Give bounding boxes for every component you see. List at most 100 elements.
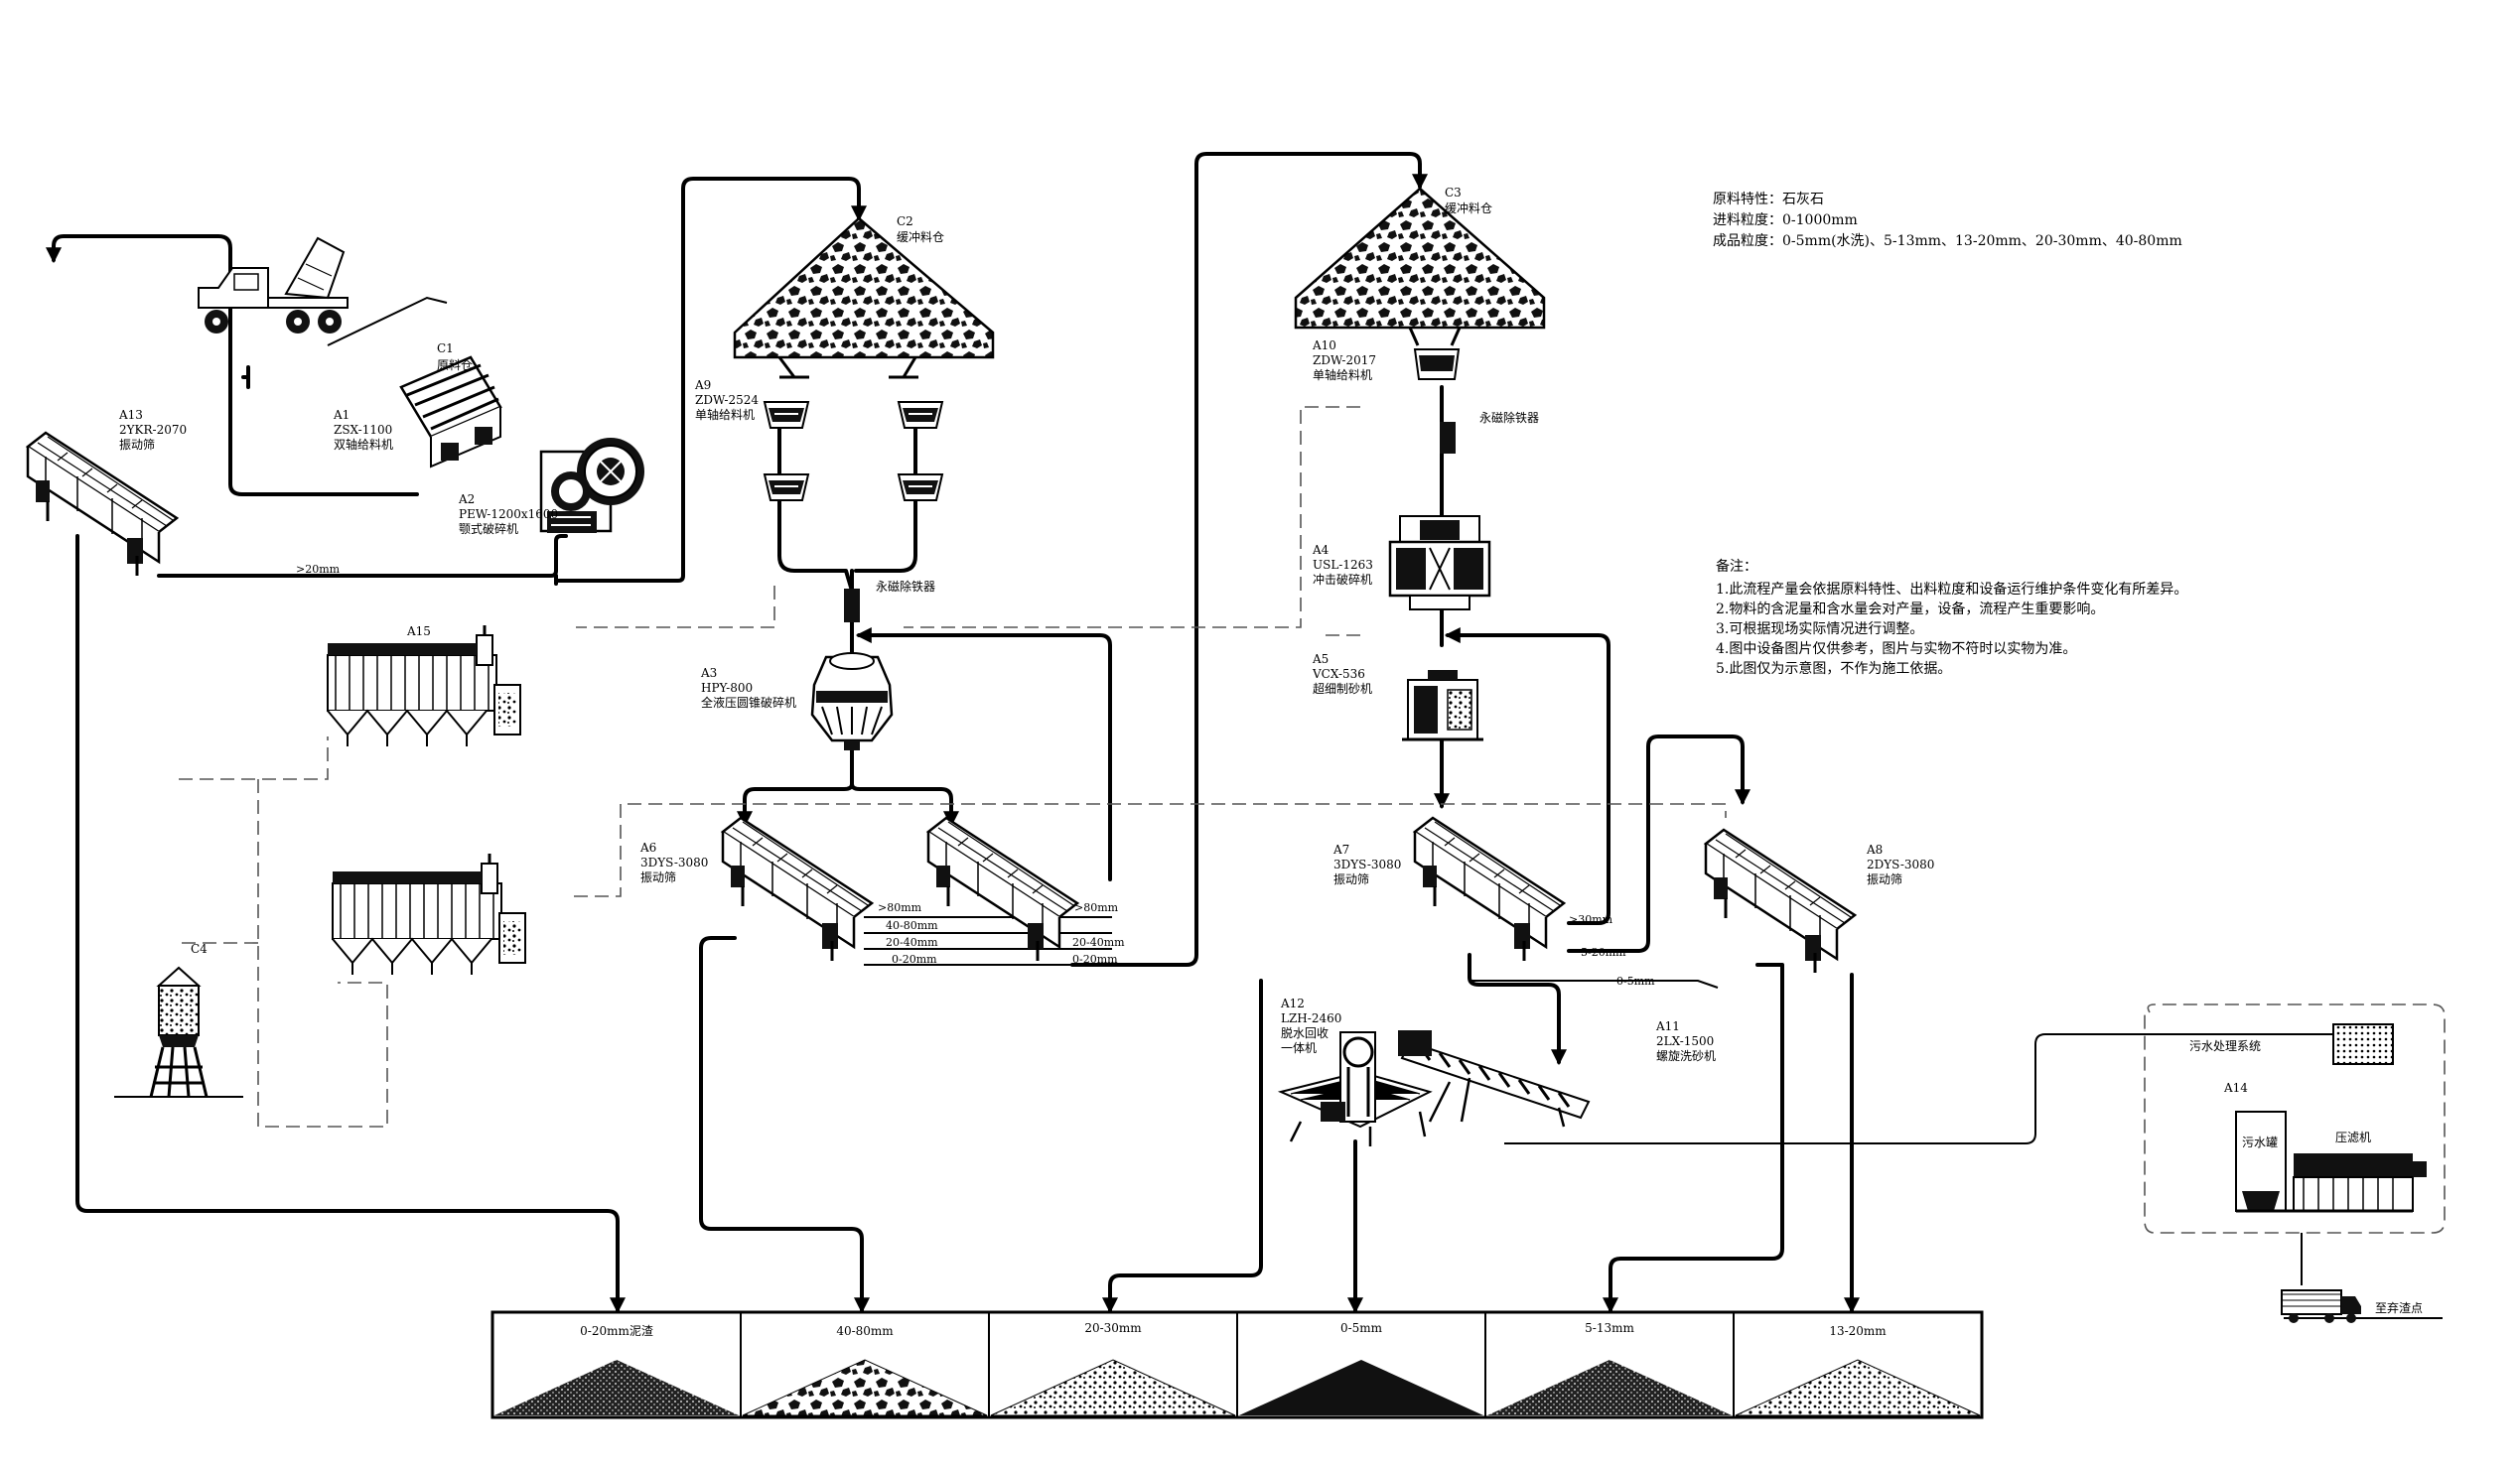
flow-a7-gt30: >30mm	[1569, 913, 1613, 926]
a6-vibrating-screen-left	[721, 816, 874, 963]
raw-material-line2: 进料粒度：0-1000mm	[1713, 212, 1858, 228]
a5-code: A5	[1312, 652, 1329, 666]
note-item-3: 3.可根据现场实际情况进行调整。	[1716, 621, 1923, 637]
waste-truck	[2281, 1289, 2361, 1323]
a15-code: A15	[406, 624, 431, 638]
notes-title: 备注：	[1716, 558, 1757, 575]
a2-code: A2	[458, 492, 475, 506]
stockpile-pile-0-20	[494, 1360, 739, 1415]
a9-model: ZDW-2524	[695, 393, 759, 407]
stockpile-pile-13-20	[1735, 1359, 1981, 1416]
a6-code: A6	[639, 841, 656, 855]
a15-dust-collector-bottom	[331, 852, 527, 977]
stockpile-label-40-80: 40-80mm	[836, 1324, 894, 1338]
a12-code: A12	[1280, 997, 1305, 1010]
a14-code: A14	[2223, 1081, 2248, 1095]
a8-name: 振动筛	[1867, 871, 1902, 886]
a7-name: 振动筛	[1333, 871, 1369, 886]
c1-a1-feeder	[399, 355, 502, 468]
a10-model: ZDW-2017	[1313, 353, 1376, 367]
magnetic-separator-1	[844, 589, 860, 622]
c1-code: C1	[437, 341, 454, 355]
a15-dust-collector-top	[326, 623, 522, 748]
stockpile-label-0-20: 0-20mm泥渣	[580, 1324, 653, 1338]
a14-tank: 污水罐	[2242, 1136, 2278, 1149]
flow-a6-0-20-left: 0-20mm	[892, 953, 937, 966]
a5-name: 超细制砂机	[1313, 681, 1372, 696]
a12-dewatering-unit	[1277, 1031, 1433, 1146]
a2-name: 颚式破碎机	[459, 521, 518, 536]
a13-vibrating-screen	[26, 431, 179, 578]
dump-truck	[198, 236, 349, 334]
dump-chute	[327, 296, 448, 346]
c1-name: 原料仓	[437, 358, 473, 372]
stockpile-row	[490, 1310, 1984, 1419]
stockpile-label-20-30: 20-30mm	[1084, 1321, 1142, 1335]
a13-code: A13	[118, 408, 143, 422]
a10-feeder	[1413, 348, 1461, 380]
a7-vibrating-screen	[1413, 816, 1566, 963]
note-item-4: 4.图中设备图片仅供参考，图片与实物不符时以实物为准。	[1716, 640, 2076, 657]
c4-water-tower	[114, 966, 243, 1098]
a7-model: 3DYS-3080	[1333, 858, 1401, 871]
c2-code: C2	[897, 214, 913, 228]
a8-vibrating-screen	[1704, 828, 1857, 975]
a10-code: A10	[1312, 338, 1336, 352]
a6-vibrating-screen-right	[926, 816, 1079, 963]
note-item-2: 2.物料的含泥量和含水量会对产量，设备，流程产生重要影响。	[1716, 601, 2104, 617]
a10-name: 单轴给料机	[1313, 367, 1372, 382]
flow-a6-0-20-right: 0-20mm	[1072, 953, 1118, 966]
a5-sand-maker	[1402, 670, 1483, 741]
a14-sewage-system	[2235, 1023, 2427, 1213]
a4-name: 冲击破碎机	[1313, 572, 1372, 587]
raw-material-line1: 原料特性：石灰石	[1713, 192, 1824, 207]
flow-lines	[46, 152, 2443, 1319]
flow-a7-0-5: 0-5mm	[1616, 975, 1655, 988]
text-labels: 原料特性：石灰石 进料粒度：0-1000mm 成品粒度：0-5mm(水洗)、5-…	[118, 186, 2423, 1338]
a4-model: USL-1263	[1313, 558, 1373, 572]
flow-a6-20-40-left: 20-40mm	[886, 936, 938, 949]
flow-gt20: >20mm	[296, 563, 341, 576]
a8-model: 2DYS-3080	[1867, 858, 1934, 871]
a11-spiral-washer	[1398, 1030, 1591, 1128]
stockpile-pile-40-80	[742, 1359, 988, 1416]
flow-a7-5-20: 5-20mm	[1581, 946, 1626, 959]
note-item-1: 1.此流程产量会依据原料特性、出料粒度和设备运行维护条件变化有所差异。	[1716, 581, 2187, 598]
stockpile-pile-5-13	[1487, 1360, 1732, 1415]
a11-name: 螺旋洗砂机	[1656, 1049, 1716, 1063]
a5-model: VCX-536	[1312, 667, 1365, 681]
a9-feeder-left-bottom	[764, 473, 809, 501]
a3-code: A3	[700, 666, 717, 680]
c3-buffer-bin	[1294, 187, 1546, 346]
a11-model: 2LX-1500	[1656, 1034, 1714, 1048]
flow-a6-gt80-left: >80mm	[878, 901, 922, 914]
a14-press: 压滤机	[2335, 1131, 2371, 1144]
note-item-5: 5.此图仅为示意图，不作为施工依据。	[1716, 660, 1951, 677]
flow-a6-gt80-right: >80mm	[1074, 901, 1119, 914]
a3-name: 全液压圆锥破碎机	[701, 695, 796, 710]
a9-feeder-left-top	[764, 401, 809, 429]
a12-name1: 脱水回收	[1281, 1025, 1329, 1040]
a6-model: 3DYS-3080	[640, 856, 708, 869]
c2-buffer-bin	[733, 216, 995, 379]
a13-name: 振动筛	[119, 437, 155, 452]
a4-code: A4	[1312, 543, 1330, 557]
waste-destination: 至弃渣点	[2375, 1300, 2423, 1315]
a3-cone-crusher	[810, 652, 894, 750]
raw-material-line3: 成品粒度：0-5mm(水洗)、5-13mm、13-20mm、20-30mm、40…	[1713, 233, 2182, 249]
magnet-1-name: 永磁除铁器	[876, 579, 935, 594]
stockpile-label-5-13: 5-13mm	[1585, 1321, 1634, 1335]
flow-a6-20-40-right: 20-40mm	[1072, 936, 1125, 949]
a2-jaw-crusher	[539, 438, 644, 533]
a11-code: A11	[1655, 1019, 1680, 1033]
stockpile-label-0-5: 0-5mm	[1340, 1321, 1383, 1335]
magnetic-separator-2	[1440, 422, 1456, 454]
stockpile-pile-20-30	[990, 1359, 1236, 1416]
a9-code: A9	[694, 378, 711, 392]
a12-name2: 一体机	[1281, 1041, 1317, 1055]
a1-name: 双轴给料机	[334, 437, 393, 452]
a9-name: 单轴给料机	[695, 407, 755, 422]
dust-lines	[179, 406, 2446, 1234]
a2-model: PEW-1200x1600	[459, 507, 558, 521]
